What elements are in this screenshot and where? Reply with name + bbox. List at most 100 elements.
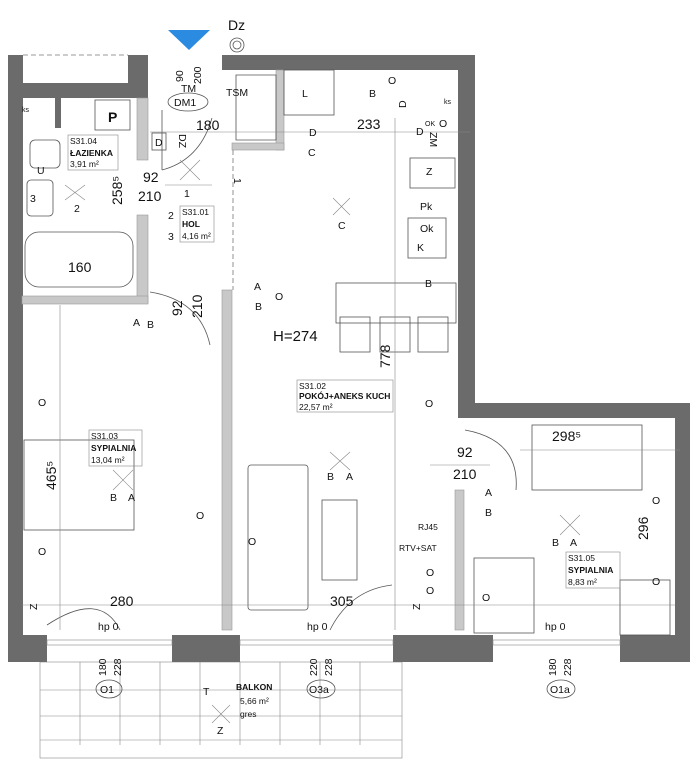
partition-walls — [21, 69, 465, 631]
symbol-label: 3 — [168, 231, 174, 243]
exterior-walls — [8, 55, 690, 662]
room-id: S31.03 — [91, 431, 118, 441]
symbol-label: O — [38, 546, 46, 558]
dimension: 298⁵ — [552, 428, 581, 444]
dimension: 92 — [169, 300, 185, 316]
dimension: 210 — [138, 188, 162, 204]
dimension: 210 — [453, 466, 477, 482]
window-height: 228 — [562, 658, 574, 676]
symbol-label: A — [128, 492, 135, 504]
dimension: 210 — [189, 294, 205, 318]
room-id: S31.01 — [182, 207, 209, 217]
room-area: 22,57 m² — [299, 402, 333, 412]
room-label-hol: S31.01 HOL 4,16 m² — [179, 205, 215, 243]
fixtures — [23, 69, 671, 636]
symbol-label: OK — [425, 121, 435, 128]
symbol-label: O — [439, 118, 447, 130]
symbol-label: 3 — [30, 193, 36, 205]
symbol-label: 2 — [74, 203, 80, 215]
symbol-label: A — [254, 281, 261, 293]
symbol-label: O — [652, 495, 660, 507]
symbol-label: ks — [22, 107, 30, 114]
symbol-label: B — [255, 301, 262, 313]
symbol-label: K — [417, 242, 424, 254]
symbol-label: 2 — [168, 210, 174, 222]
symbol-label: Ok — [420, 223, 434, 235]
dimension: 258⁵ — [109, 176, 125, 205]
window-height: 228 — [323, 658, 335, 676]
symbol-label: A — [485, 487, 492, 499]
balcony-name: BALKON — [236, 682, 272, 692]
symbol-label: O — [38, 397, 46, 409]
symbol-label: B — [147, 319, 154, 331]
entrance-dz-label: Dz — [228, 17, 245, 33]
symbol-label: B — [425, 278, 432, 290]
dimension: 233 — [357, 116, 381, 132]
symbol-label: 1 — [184, 188, 190, 200]
windows — [46, 639, 621, 646]
symbol-label: ZM — [427, 132, 439, 147]
symbol-label: O — [248, 536, 256, 548]
dimension: 296 — [635, 516, 651, 540]
ceiling-height: H=274 — [273, 328, 318, 345]
symbol-label: B — [327, 471, 334, 483]
window-code: O1a — [550, 684, 570, 696]
symbol-label: C — [338, 220, 346, 232]
window-code: O3a — [309, 684, 329, 696]
symbol-label: P — [108, 109, 117, 125]
balcony-area-value: 5,66 m² — [240, 696, 269, 706]
symbol-label: B — [110, 492, 117, 504]
room-name: POKÓJ+ANEKS KUCH — [299, 390, 390, 401]
room-name: SYPIALNIA — [568, 565, 613, 575]
room-label-bedroom-1: S31.03 SYPIALNIA 13,04 m² — [88, 429, 143, 467]
room-label-bathroom: S31.04 ŁAZIENKA 3,91 m² — [67, 134, 119, 171]
symbol-label: D — [416, 126, 424, 138]
symbol-label: C — [308, 147, 316, 159]
symbol-label: O — [426, 567, 434, 579]
room-area: 8,83 m² — [568, 577, 597, 587]
symbol-label: A — [570, 537, 577, 549]
window-sill: 180 — [97, 658, 109, 676]
balcony-area — [39, 661, 403, 759]
room-label-bedroom-2: S31.05 SYPIALNIA 8,83 m² — [565, 551, 621, 589]
dimension: 465⁵ — [43, 461, 59, 490]
dz-label: DZ — [176, 134, 188, 149]
window-o3a: 220 228 O3a hp 0 — [306, 621, 336, 699]
symbol-label: B — [552, 537, 559, 549]
room-name: ŁAZIENKA — [70, 148, 113, 158]
symbol-label: Z — [411, 603, 423, 610]
dimension: 280 — [110, 593, 134, 609]
symbol-label: B — [485, 507, 492, 519]
symbol-label: ks — [444, 99, 452, 106]
dimension: 160 — [68, 259, 92, 275]
dimension-lines — [22, 118, 680, 630]
room-area: 3,91 m² — [70, 159, 99, 169]
room-area: 13,04 m² — [91, 455, 125, 465]
symbol-label: A — [346, 471, 353, 483]
window-height: 228 — [112, 658, 124, 676]
door-width: 90 — [174, 70, 186, 82]
ceiling-light-icons — [64, 159, 581, 724]
window-note: hp 0 — [545, 621, 566, 633]
balcony-finish: gres — [240, 709, 257, 719]
symbol-label: TSM — [226, 87, 248, 99]
room-id: S31.05 — [568, 553, 595, 563]
d-label: D — [155, 137, 163, 149]
symbol-label: RTV+SAT — [399, 543, 437, 553]
window-sill: 180 — [547, 658, 559, 676]
room-name: SYPIALNIA — [91, 443, 136, 453]
outlet-circle-icon — [229, 37, 245, 53]
tm-label: TM — [181, 83, 196, 95]
symbol-label: B — [369, 88, 376, 100]
dimension: 180 — [196, 117, 220, 133]
symbol-label: D — [397, 100, 409, 108]
window-code: O1 — [100, 684, 114, 696]
symbol-label: Z — [217, 725, 224, 737]
symbol-label: Z — [28, 603, 40, 610]
entrance-marker-icon — [168, 30, 210, 50]
symbol-label: O — [388, 75, 396, 87]
room-area: 4,16 m² — [182, 231, 211, 241]
door-height: 200 — [192, 66, 204, 84]
symbol-label: O — [275, 291, 283, 303]
door-code: DM1 — [174, 97, 196, 109]
